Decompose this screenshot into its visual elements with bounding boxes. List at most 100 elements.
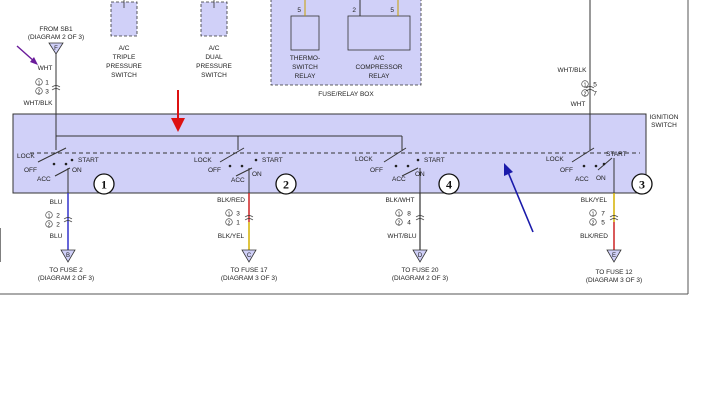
switch-2: LOCK START OFF ON ACC 2 xyxy=(194,147,297,195)
switch-4-lock: LOCK xyxy=(355,156,373,163)
blue-arrow xyxy=(504,163,534,233)
comp-relay-line2: COMPRESSOR xyxy=(356,64,403,71)
source-pin-1: 1 xyxy=(38,81,41,87)
switch-4-start: START xyxy=(424,157,445,164)
source-connector-triangle xyxy=(48,42,64,55)
fuse-relay-box: 5 THERMO- SWITCH RELAY 2 5 A/C COMPRESSO… xyxy=(270,0,422,98)
output-3-pin-value-2: 4 xyxy=(407,220,411,227)
output-4-letter: E xyxy=(612,253,616,259)
right-pin-1: 1 xyxy=(584,83,587,89)
output-1-pin-value-1: 2 xyxy=(56,213,60,220)
switch-1-off: OFF xyxy=(24,167,37,174)
switch-2-lock: LOCK xyxy=(194,157,212,164)
source-pin-2: 2 xyxy=(38,90,41,96)
output-4-to-line1: TO FUSE 12 xyxy=(595,269,632,276)
right-wire-bottom: WHT xyxy=(571,101,586,108)
source-from-line2: (DIAGRAM 2 OF 3) xyxy=(28,34,84,41)
dual-switch-line4: SWITCH xyxy=(201,72,227,79)
switch-3-on: ON xyxy=(596,175,606,182)
switch-4-number: 4 xyxy=(446,178,452,192)
switch-2-off: OFF xyxy=(208,167,221,174)
thermo-relay-pin: 5 xyxy=(297,7,301,14)
right-wire-top: WHT/BLK xyxy=(558,67,588,74)
switch-2-on: ON xyxy=(252,171,262,178)
output-1-wire-top: BLU xyxy=(50,199,63,206)
output-4-pin-1: 1 xyxy=(592,212,595,218)
output-3-to-line2: (DIAGRAM 2 OF 3) xyxy=(392,275,448,282)
output-2-wire-bottom: BLK/YEL xyxy=(218,233,245,240)
right-pin-value-2: 7 xyxy=(593,91,597,98)
output-3-pin-value-1: 8 xyxy=(407,211,411,218)
red-arrow xyxy=(171,90,185,132)
right-pin-2: 2 xyxy=(584,92,587,98)
purple-arrow xyxy=(16,45,38,65)
output-2-wire-top: BLK/RED xyxy=(217,197,245,204)
internal-bus xyxy=(30,114,640,154)
comp-relay-line1: A/C xyxy=(374,55,385,62)
dual-switch-line1: A/C xyxy=(209,45,220,52)
output-3-to-line1: TO FUSE 20 xyxy=(401,267,438,274)
switch-1-on: ON xyxy=(72,167,82,174)
switch-4-off: OFF xyxy=(370,167,383,174)
output-2: BLK/RED 1 2 3 1 BLK/YEL C TO FUSE 17 (DI… xyxy=(217,193,277,282)
output-3-wire-top: BLK/WHT xyxy=(386,197,415,204)
switch-3-start: START xyxy=(606,151,627,158)
switch-1: LOCK START OFF ON ACC 1 xyxy=(17,147,115,195)
output-2-to-line1: TO FUSE 17 xyxy=(230,267,267,274)
dual-switch-line3: PRESSURE xyxy=(196,63,232,70)
output-1-pin-2: 2 xyxy=(48,223,51,229)
output-3-pin-1: 1 xyxy=(398,212,401,218)
output-1-wire-bottom: BLU xyxy=(50,233,63,240)
triple-switch-line4: SWITCH xyxy=(111,72,137,79)
switch-2-number: 2 xyxy=(283,178,289,192)
triple-switch-line1: A/C xyxy=(119,45,130,52)
output-1-pin-1: 1 xyxy=(48,214,51,220)
dual-pressure-switch: A/C DUAL PRESSURE SWITCH xyxy=(196,0,233,79)
output-4-to-line2: (DIAGRAM 3 OF 3) xyxy=(586,277,642,284)
ignition-label-line2: SWITCH xyxy=(651,122,677,129)
output-3: BLK/WHT 1 2 8 4 WHT/BLU D TO FUSE 20 (DI… xyxy=(386,193,448,282)
compressor-relay-box xyxy=(347,15,411,51)
output-2-letter: C xyxy=(247,253,252,259)
output-3-letter: D xyxy=(418,253,423,259)
output-1-to-line2: (DIAGRAM 2 OF 3) xyxy=(38,275,94,282)
source-pin-value-1: 1 xyxy=(45,80,49,87)
switch-3: LOCK START OFF ON ACC 3 xyxy=(546,147,653,195)
output-2-to-line2: (DIAGRAM 3 OF 3) xyxy=(221,275,277,282)
switch-1-number: 1 xyxy=(101,178,107,192)
output-4-wire-top: BLK/YEL xyxy=(581,197,608,204)
output-3-wire-bottom: WHT/BLU xyxy=(387,233,417,240)
output-4: BLK/YEL 1 2 7 5 BLK/RED E TO FUSE 12 (DI… xyxy=(580,193,642,284)
output-4-pin-value-1: 7 xyxy=(601,211,605,218)
output-2-pin-2: 2 xyxy=(228,221,231,227)
switch-3-off: OFF xyxy=(560,167,573,174)
switch-1-acc: ACC xyxy=(37,176,51,183)
output-1-letter: B xyxy=(66,253,70,259)
switch-3-acc: ACC xyxy=(575,176,589,183)
thermo-relay-line3: RELAY xyxy=(295,73,316,80)
source-from-line1: FROM SB1 xyxy=(39,26,73,33)
switch-4-acc: ACC xyxy=(392,176,406,183)
source-wire-top: WHT xyxy=(38,65,53,72)
switch-2-start: START xyxy=(262,157,283,164)
output-4-pin-value-2: 5 xyxy=(601,220,605,227)
switch-3-number: 3 xyxy=(639,178,645,192)
thermo-relay-line2: SWITCH xyxy=(292,64,318,71)
fuse-relay-box-label: FUSE/RELAY BOX xyxy=(318,91,374,98)
output-4-pin-2: 2 xyxy=(592,221,595,227)
ignition-label-line1: IGNITION xyxy=(650,114,679,121)
output-3-pin-2: 2 xyxy=(398,221,401,227)
source-feed: FROM SB1 (DIAGRAM 2 OF 3) F WHT 1 2 1 3 … xyxy=(24,26,84,118)
output-1-to-line1: TO FUSE 2 xyxy=(49,267,83,274)
triple-switch-line2: TRIPLE xyxy=(113,54,136,61)
right-feed: WHT/BLK 1 2 5 7 WHT xyxy=(558,0,597,118)
output-2-pin-value-1: 3 xyxy=(236,211,240,218)
output-1: BLU 1 2 2 2 BLU B TO FUSE 2 (DIAGRAM 2 O… xyxy=(38,193,94,282)
source-pin-value-2: 3 xyxy=(45,89,49,96)
switch-2-acc: ACC xyxy=(231,177,245,184)
source-wire-bottom: WHT/BLK xyxy=(24,100,54,107)
ignition-switch-panel xyxy=(12,113,647,194)
switch-3-lock: LOCK xyxy=(546,156,564,163)
switch-1-start: START xyxy=(78,157,99,164)
thermo-switch-relay-box xyxy=(290,15,320,51)
